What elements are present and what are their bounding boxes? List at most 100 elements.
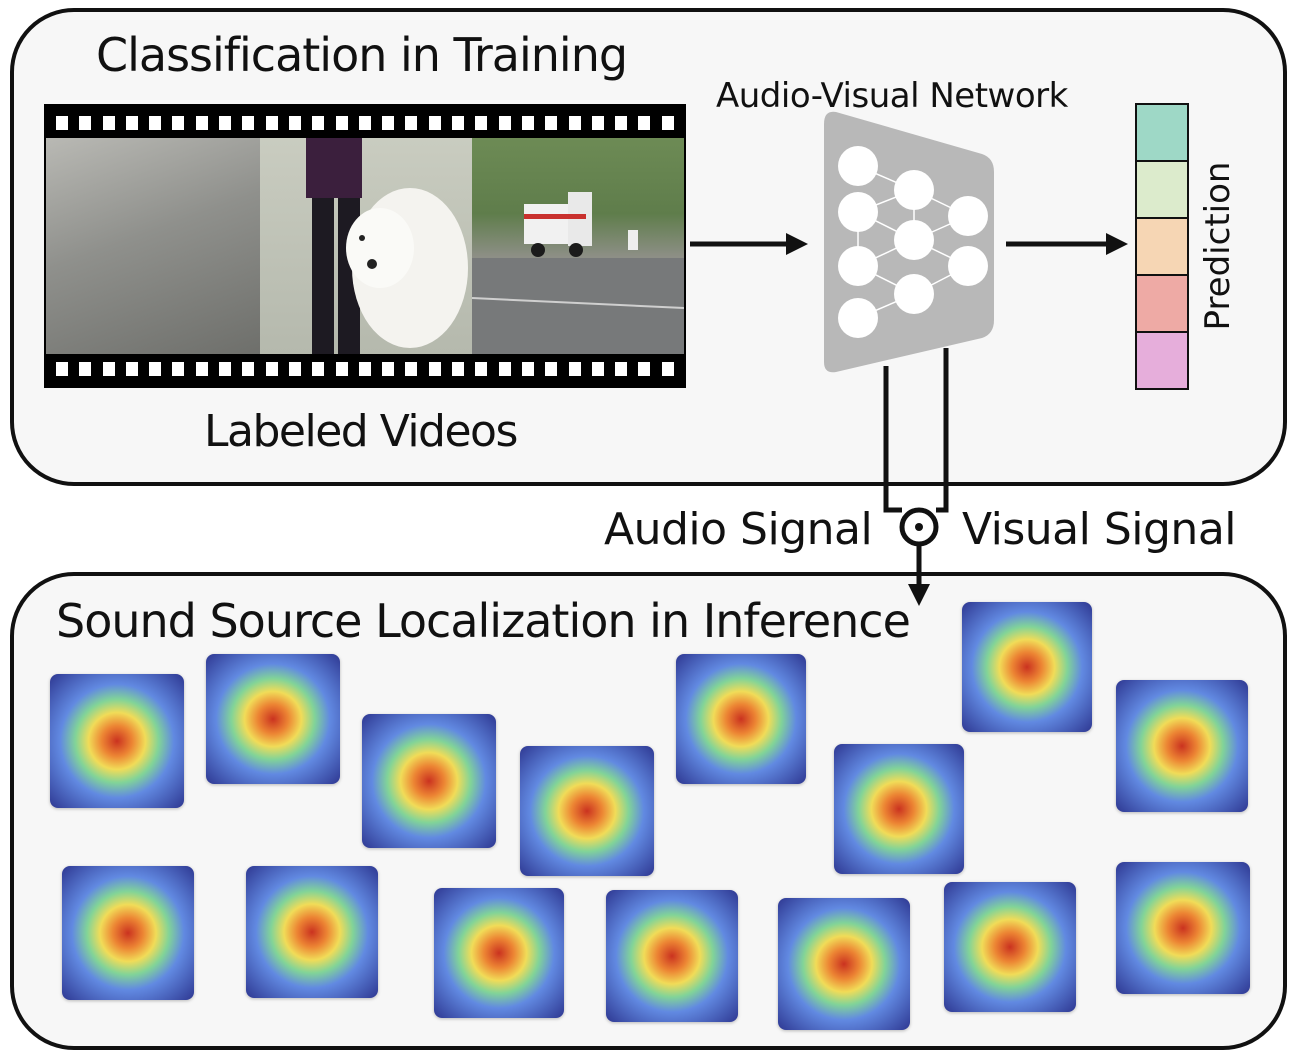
sprocket-hole — [568, 362, 581, 376]
sprocket-hole — [568, 116, 581, 130]
sprocket-hole — [591, 116, 604, 130]
heatmap-thumbnail — [778, 898, 910, 1030]
sprocket-hole — [56, 116, 68, 130]
network-node — [894, 274, 934, 314]
heatmap-thumbnail — [520, 746, 654, 876]
sprocket-hole — [405, 116, 418, 130]
sprocket-hole — [615, 362, 628, 376]
prediction-cell — [1135, 331, 1189, 390]
network-node — [894, 220, 934, 260]
sprocket-hole — [638, 116, 651, 130]
sprocket-hole — [219, 362, 232, 376]
sprocket-hole — [102, 116, 115, 130]
inference-panel-title: Sound Source Localization in Inference — [56, 594, 911, 648]
sprocket-hole — [521, 116, 534, 130]
sprocket-hole — [195, 116, 208, 130]
filmstrip-sprockets-top — [56, 116, 674, 130]
heatmap-thumbnail — [362, 714, 496, 848]
heatmap-thumbnail — [62, 866, 194, 1000]
sprocket-hole — [219, 116, 232, 130]
heatmap-thumbnail — [1116, 680, 1248, 812]
sprocket-hole — [125, 116, 138, 130]
prediction-cell — [1135, 274, 1189, 333]
sprocket-hole — [498, 362, 511, 376]
network-node — [838, 246, 878, 286]
sprocket-hole — [242, 116, 255, 130]
sprocket-hole — [125, 362, 138, 376]
sprocket-hole — [195, 362, 208, 376]
sprocket-hole — [545, 116, 558, 130]
network-node — [948, 246, 988, 286]
sprocket-hole — [452, 116, 465, 130]
sprocket-hole — [475, 362, 488, 376]
input-arrow-head — [786, 233, 808, 255]
network-node — [838, 192, 878, 232]
sprocket-hole — [312, 362, 325, 376]
filmstrip-sprockets-bottom — [56, 362, 674, 376]
fusion-arrow-head — [908, 584, 930, 606]
sprocket-hole — [149, 116, 162, 130]
sprocket-hole — [382, 362, 395, 376]
sprocket-hole — [661, 116, 674, 130]
visual-signal-label: Visual Signal — [962, 504, 1237, 555]
network-node — [948, 196, 988, 236]
sprocket-hole — [498, 116, 511, 130]
sprocket-hole — [102, 362, 115, 376]
sprocket-hole — [358, 362, 371, 376]
sprocket-hole — [172, 116, 185, 130]
heatmap-thumbnail — [834, 744, 964, 874]
sprocket-hole — [265, 116, 278, 130]
sprocket-hole — [475, 116, 488, 130]
heatmap-thumbnail — [206, 654, 340, 784]
prediction-cell — [1135, 160, 1189, 219]
prediction-cell — [1135, 217, 1189, 276]
training-panel-title: Classification in Training — [96, 28, 628, 82]
sprocket-hole — [149, 362, 162, 376]
labeled-videos-caption: Labeled Videos — [204, 406, 518, 457]
sprocket-hole — [312, 116, 325, 130]
output-arrow-head — [1106, 233, 1128, 255]
sprocket-hole — [265, 362, 278, 376]
sprocket-hole — [615, 116, 628, 130]
sprocket-hole — [428, 116, 441, 130]
sprocket-hole — [79, 116, 92, 130]
heatmap-thumbnail — [434, 888, 564, 1018]
elementwise-product-dot — [915, 523, 923, 531]
network-node — [838, 298, 878, 338]
sprocket-hole — [242, 362, 255, 376]
sprocket-hole — [452, 362, 465, 376]
sprocket-hole — [428, 362, 441, 376]
heatmap-thumbnail — [606, 890, 738, 1022]
sprocket-hole — [405, 362, 418, 376]
audio-signal-line — [883, 366, 902, 513]
heatmap-thumbnail — [50, 674, 184, 808]
sprocket-hole — [335, 362, 348, 376]
network-node — [838, 146, 878, 186]
network-node — [894, 170, 934, 210]
sprocket-hole — [288, 362, 301, 376]
sprocket-hole — [335, 116, 348, 130]
heatmap-thumbnail — [962, 602, 1092, 732]
audio-signal-label: Audio Signal — [604, 504, 873, 555]
sprocket-hole — [358, 116, 371, 130]
heatmap-thumbnail — [1116, 862, 1250, 994]
sprocket-hole — [545, 362, 558, 376]
labeled-videos-filmstrip — [44, 104, 686, 388]
heatmap-thumbnail — [944, 882, 1076, 1012]
sprocket-hole — [521, 362, 534, 376]
heatmap-thumbnail — [676, 654, 806, 784]
heatmap-thumbnail — [246, 866, 378, 998]
sprocket-hole — [288, 116, 301, 130]
prediction-bar — [1135, 103, 1189, 390]
sprocket-hole — [172, 362, 185, 376]
sprocket-hole — [382, 116, 395, 130]
network-title: Audio-Visual Network — [716, 76, 1068, 116]
network-nodes — [838, 146, 988, 338]
visual-signal-line — [936, 348, 949, 513]
video-frame-dog — [260, 138, 472, 354]
prediction-cell — [1135, 103, 1189, 162]
sprocket-hole — [591, 362, 604, 376]
sprocket-hole — [638, 362, 651, 376]
video-frame-vacuum — [46, 138, 260, 354]
